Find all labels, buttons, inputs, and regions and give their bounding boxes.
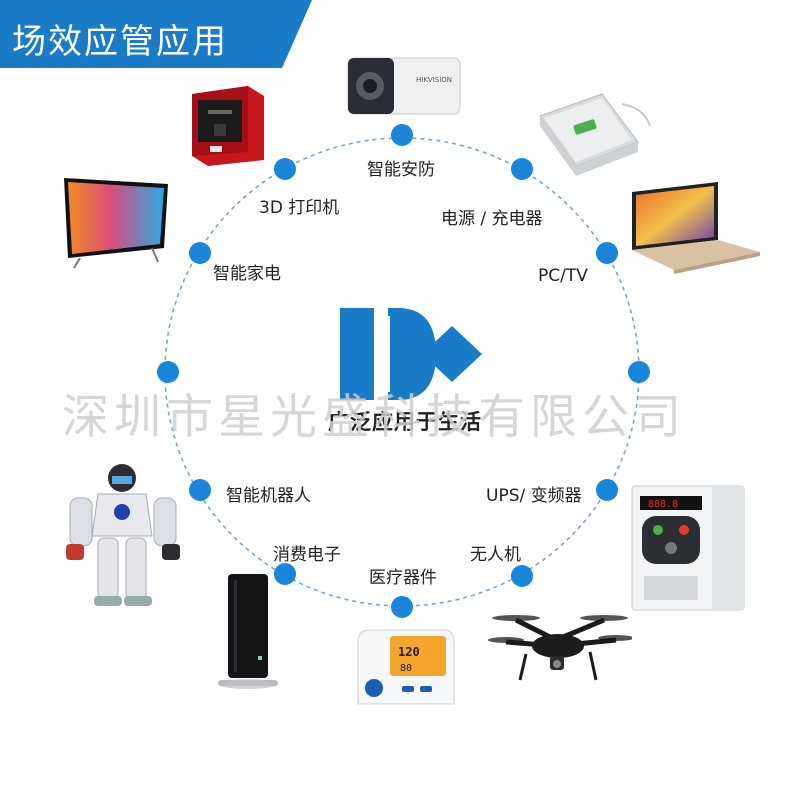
speaker-icon: [218, 574, 278, 689]
ring-dot-bottom-right: [511, 565, 533, 587]
ring-dot-left-lower: [189, 479, 211, 501]
3d-printer-icon: [192, 86, 264, 166]
page-title: 场效应管应用: [12, 22, 228, 62]
laptop-icon: [632, 182, 760, 274]
drone-icon: [488, 615, 632, 681]
svg-text:80: 80: [400, 663, 412, 674]
label-printer: 3D 打印机: [259, 198, 340, 218]
label-medical: 医疗器件: [369, 568, 437, 588]
ring-dot-right-upper: [596, 242, 618, 264]
svg-text:888.8: 888.8: [648, 499, 678, 510]
ring-dot-right: [628, 361, 650, 383]
header-banner: 场效应管应用: [0, 0, 312, 68]
blood-pressure-monitor-icon: 120 80: [357, 629, 455, 705]
ring-dot-left: [157, 361, 179, 383]
ring-dot-bottom: [391, 596, 413, 618]
label-robot: 智能机器人: [226, 486, 311, 506]
ring-dot-top: [391, 124, 413, 146]
label-power: 电源 / 充电器: [441, 209, 543, 229]
ring-dot-right-lower: [596, 479, 618, 501]
svg-text:120: 120: [398, 645, 420, 659]
security-camera-icon: HIKVISION: [347, 57, 461, 115]
label-ups: UPS/ 变频器: [486, 486, 582, 506]
ring-dot-top-right: [511, 158, 533, 180]
label-pctv: PC/TV: [538, 266, 588, 286]
label-appliance: 智能家电: [213, 264, 281, 284]
ring-dot-left-upper: [189, 242, 211, 264]
label-security: 智能安防: [367, 160, 435, 180]
ring-dot-top-left: [274, 158, 296, 180]
company-logo: [340, 308, 482, 400]
label-drone: 无人机: [470, 545, 521, 565]
ring-dot-bottom-left: [274, 563, 296, 585]
inverter-icon: 888.8: [631, 485, 745, 611]
company-watermark: 深圳市星光盛科技有限公司: [62, 390, 686, 445]
robot-icon: [66, 464, 180, 606]
banner-notch: [282, 0, 312, 68]
label-consumer: 消费电子: [273, 545, 341, 565]
center-tagline: 广泛应用于生活: [328, 410, 482, 434]
svg-text:HIKVISION: HIKVISION: [416, 76, 452, 84]
wireless-charger-icon: [539, 93, 651, 176]
tv-icon: [64, 178, 168, 269]
